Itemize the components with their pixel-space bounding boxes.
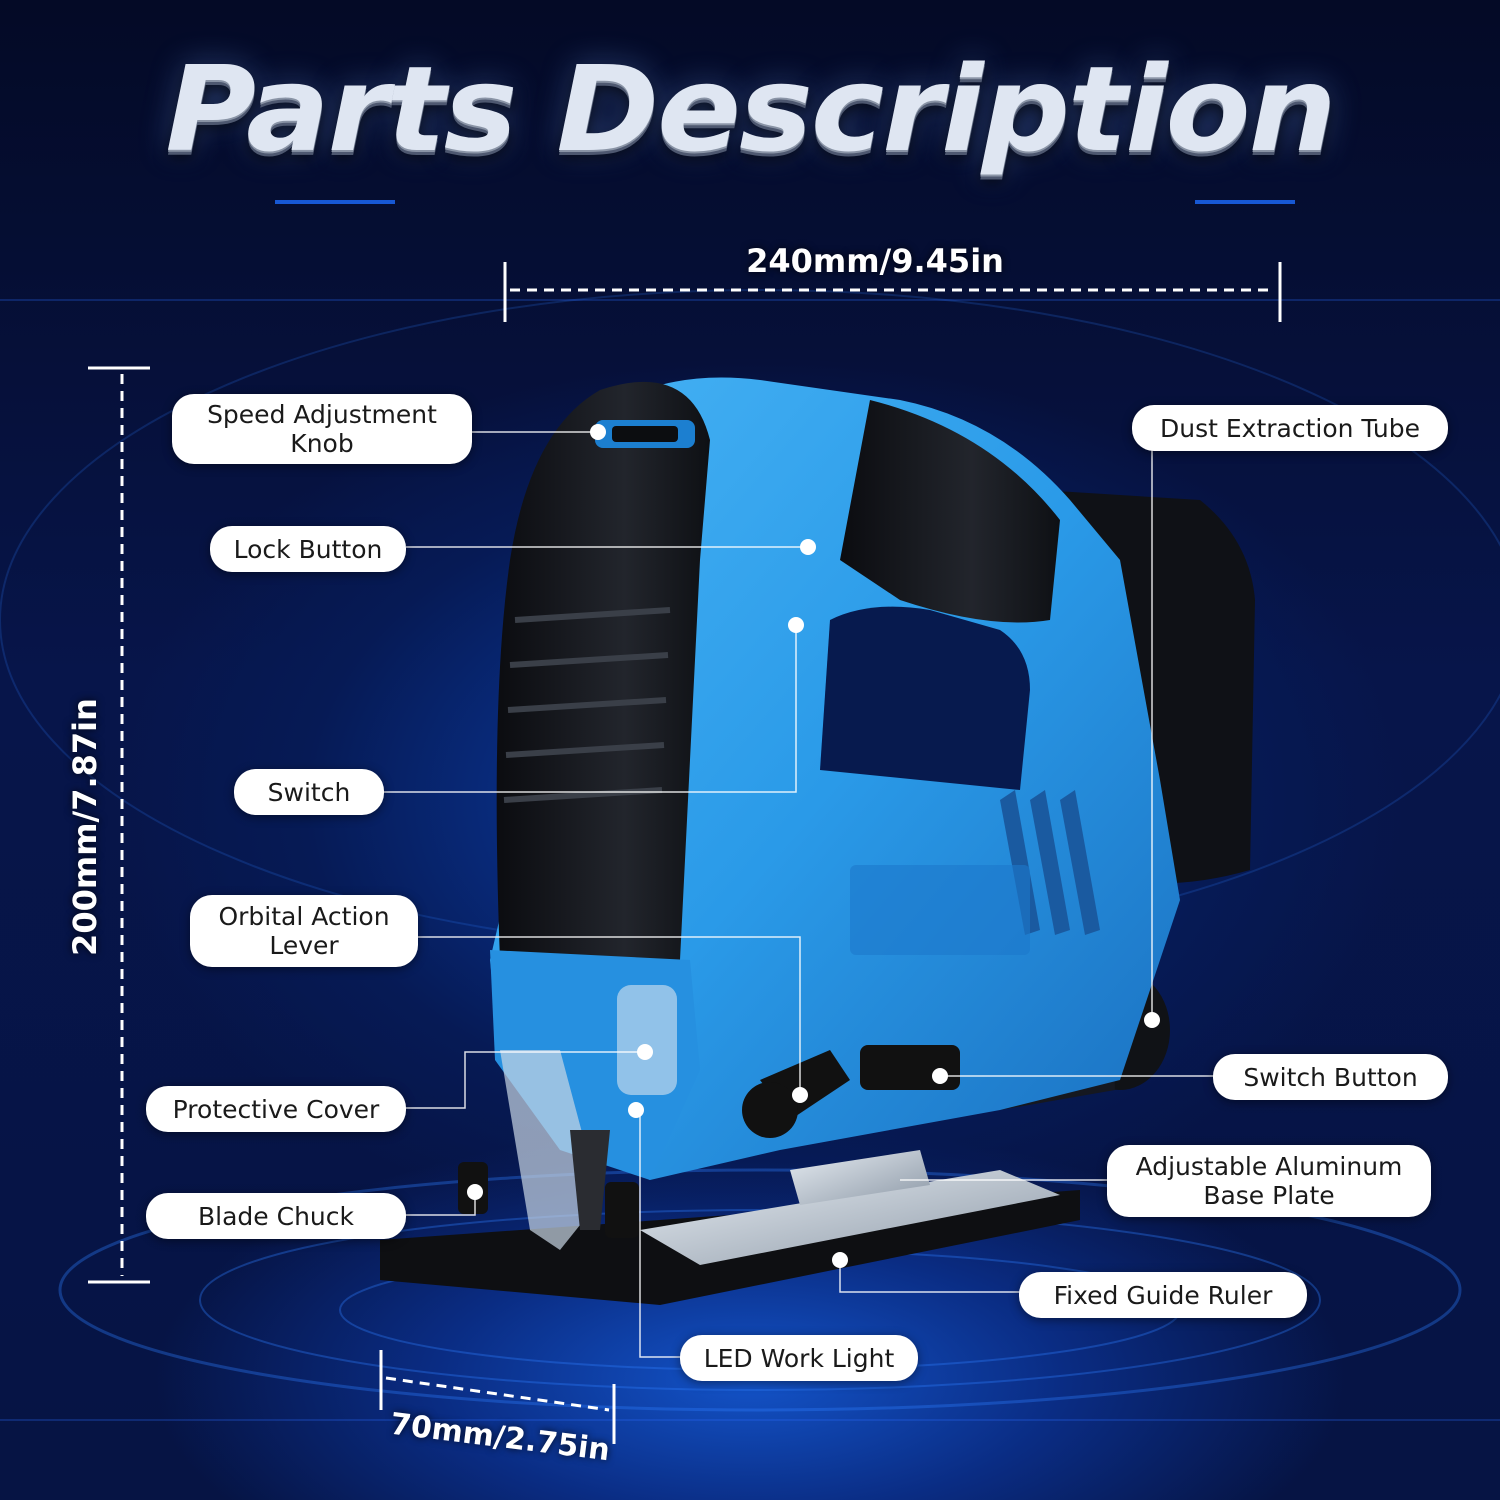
label-adjustable-aluminum-base-plate: Adjustable Aluminum Base Plate [1107,1145,1431,1217]
label-protective-cover: Protective Cover [146,1086,406,1132]
label-blade-chuck: Blade Chuck [146,1193,406,1239]
dot-switch [788,617,804,633]
label-fixed-guide-ruler: Fixed Guide Ruler [1019,1272,1307,1318]
label-lock-button: Lock Button [210,526,406,572]
dot-orbital-lever [792,1087,808,1103]
page-title: Parts Description [165,40,1336,178]
dot-speed-knob [590,424,606,440]
dot-switch-button [932,1068,948,1084]
dot-fixed-guide [832,1252,848,1268]
label-dust-extraction-tube: Dust Extraction Tube [1132,405,1448,451]
label-orbital-action-lever: Orbital Action Lever [190,895,418,967]
label-switch: Switch [234,769,384,815]
height-dimension: 200mm/7.87in [66,698,104,956]
dot-blade-chuck [467,1184,483,1200]
title-decoration-left [275,200,395,204]
dot-lock-button [800,539,816,555]
label-switch-button: Switch Button [1213,1054,1448,1100]
label-led-work-light: LED Work Light [680,1335,918,1381]
label-speed-adjustment-knob: Speed Adjustment Knob [172,394,472,464]
title-decoration-right [1195,200,1295,204]
dot-dust-tube [1144,1012,1160,1028]
width-dimension: 240mm/9.45in [746,242,1004,280]
dot-led-light [628,1102,644,1118]
dot-protective-cover [637,1044,653,1060]
